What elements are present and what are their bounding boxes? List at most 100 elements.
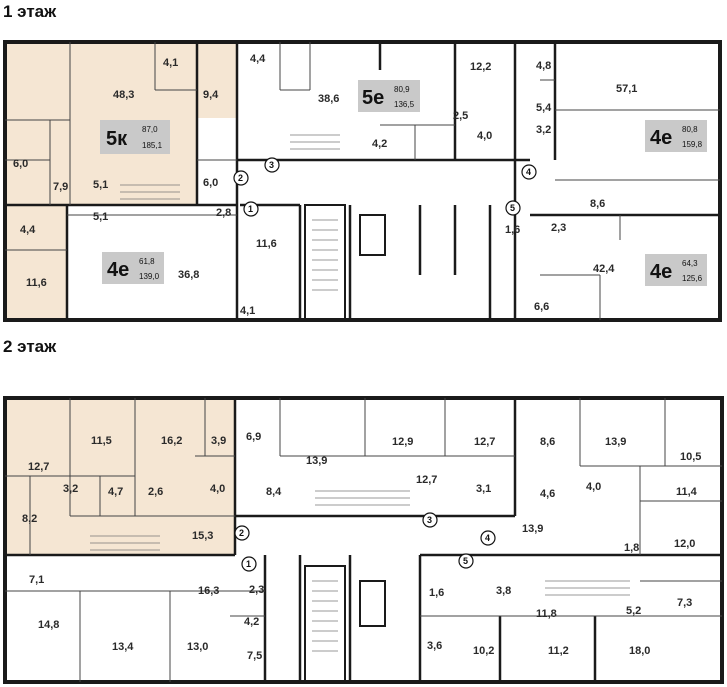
- svg-text:2,8: 2,8: [216, 207, 231, 219]
- svg-text:139,0: 139,0: [139, 272, 160, 281]
- svg-text:3: 3: [269, 160, 274, 170]
- svg-text:2,3: 2,3: [551, 222, 566, 234]
- svg-text:80,9: 80,9: [394, 85, 410, 94]
- unit-tag-5k: 5к 87,0 185,1: [100, 120, 170, 154]
- svg-text:3,6: 3,6: [427, 640, 442, 652]
- svg-text:1,8: 1,8: [624, 542, 639, 554]
- svg-text:12,2: 12,2: [470, 61, 491, 73]
- svg-text:3,2: 3,2: [536, 124, 551, 136]
- svg-text:12,7: 12,7: [28, 461, 49, 473]
- svg-text:136,5: 136,5: [394, 100, 415, 109]
- svg-text:13,9: 13,9: [605, 436, 626, 448]
- svg-text:4е: 4е: [650, 261, 672, 283]
- floor-2-title: 2 этаж: [3, 337, 57, 356]
- svg-text:1,6: 1,6: [429, 587, 444, 599]
- svg-text:42,4: 42,4: [593, 263, 615, 275]
- svg-text:2,6: 2,6: [148, 486, 163, 498]
- svg-text:4,4: 4,4: [20, 224, 36, 236]
- svg-text:8,6: 8,6: [590, 198, 605, 210]
- marker-2: 2: [234, 525, 250, 541]
- svg-text:5: 5: [463, 556, 468, 566]
- svg-text:16,2: 16,2: [161, 435, 182, 447]
- svg-text:18,0: 18,0: [629, 645, 650, 657]
- svg-text:1,6: 1,6: [505, 224, 520, 236]
- svg-text:125,6: 125,6: [682, 274, 703, 283]
- highlight-unit-5k-lower: [5, 205, 67, 320]
- stairwell: [304, 565, 346, 683]
- svg-text:5,1: 5,1: [93, 211, 108, 223]
- marker-3: 3: [422, 512, 438, 528]
- svg-text:5к: 5к: [106, 128, 128, 150]
- outer-wall: [3, 40, 722, 322]
- svg-text:11,4: 11,4: [676, 486, 698, 498]
- svg-text:6,0: 6,0: [13, 158, 28, 170]
- room-areas-floor-1: 48,3 4,1 9,4 6,0 7,9 5,1 6,0 2,8 5,1 4,4…: [13, 53, 637, 317]
- svg-text:4,0: 4,0: [586, 481, 601, 493]
- marker-1: 1: [243, 201, 259, 217]
- svg-text:5: 5: [510, 203, 515, 213]
- marker-4: 4: [521, 164, 537, 180]
- svg-text:159,8: 159,8: [682, 140, 703, 149]
- svg-text:4,2: 4,2: [372, 138, 387, 150]
- svg-text:4,2: 4,2: [244, 616, 259, 628]
- svg-text:10,2: 10,2: [473, 645, 494, 657]
- svg-text:5,2: 5,2: [626, 605, 641, 617]
- floor-1-title: 1 этаж: [3, 2, 57, 21]
- entrance-markers-floor-2: 1 2 3 4 5: [234, 512, 496, 572]
- svg-text:13,0: 13,0: [187, 641, 208, 653]
- svg-text:4,1: 4,1: [240, 305, 255, 317]
- svg-text:6,9: 6,9: [246, 431, 261, 443]
- svg-text:3: 3: [427, 515, 432, 525]
- marker-5: 5: [505, 200, 521, 216]
- svg-text:36,8: 36,8: [178, 269, 199, 281]
- svg-text:6,6: 6,6: [534, 301, 549, 313]
- outer-wall: [3, 396, 724, 684]
- svg-text:4,7: 4,7: [108, 486, 123, 498]
- svg-text:12,7: 12,7: [416, 474, 437, 486]
- svg-text:3,2: 3,2: [63, 483, 78, 495]
- svg-text:64,3: 64,3: [682, 259, 698, 268]
- svg-text:4: 4: [526, 167, 531, 177]
- floor-1-plan: 5к 87,0 185,1 5е 80,9 136,5 4е 80,8 159,…: [3, 40, 722, 322]
- svg-text:5,1: 5,1: [93, 179, 108, 191]
- svg-text:8,2: 8,2: [22, 513, 37, 525]
- svg-text:4,8: 4,8: [536, 60, 551, 72]
- svg-text:10,5: 10,5: [680, 451, 701, 463]
- svg-text:185,1: 185,1: [142, 141, 163, 150]
- unit-tag-4e-bottom-left: 4е 61,8 139,0: [102, 252, 164, 284]
- svg-text:9,4: 9,4: [203, 89, 219, 101]
- marker-4: 4: [480, 530, 496, 546]
- floor-2-plan: 12,7 11,5 16,2 3,9 3,2 4,7 2,6 4,0 8,2 1…: [3, 396, 724, 684]
- svg-text:4: 4: [485, 533, 490, 543]
- marker-1: 1: [241, 556, 257, 572]
- svg-text:8,4: 8,4: [266, 486, 282, 498]
- svg-text:11,8: 11,8: [536, 608, 557, 620]
- svg-text:7,5: 7,5: [247, 650, 262, 662]
- svg-text:3,1: 3,1: [476, 483, 491, 495]
- svg-text:13,9: 13,9: [522, 523, 543, 535]
- svg-text:2: 2: [238, 173, 243, 183]
- svg-text:1: 1: [246, 559, 251, 569]
- svg-text:11,6: 11,6: [256, 238, 277, 250]
- svg-text:13,4: 13,4: [112, 641, 134, 653]
- svg-text:4,0: 4,0: [210, 483, 225, 495]
- marker-3: 3: [264, 157, 280, 173]
- svg-text:2: 2: [239, 528, 244, 538]
- svg-text:4е: 4е: [107, 259, 129, 281]
- svg-text:1: 1: [248, 204, 253, 214]
- stairwell: [304, 204, 346, 321]
- unit-tag-5e: 5е 80,9 136,5: [358, 80, 420, 112]
- svg-text:7,3: 7,3: [677, 597, 692, 609]
- unit-tag-4e-bottom-right: 4е 64,3 125,6: [645, 254, 707, 286]
- svg-text:61,8: 61,8: [139, 257, 155, 266]
- unit-tag-4e-top-right: 4е 80,8 159,8: [645, 120, 707, 152]
- marker-2: 2: [233, 170, 249, 186]
- svg-text:12,7: 12,7: [474, 436, 495, 448]
- svg-text:13,9: 13,9: [306, 455, 327, 467]
- svg-text:4,0: 4,0: [477, 130, 492, 142]
- lift-shaft: [359, 580, 386, 627]
- svg-text:11,5: 11,5: [91, 435, 112, 447]
- room-areas-floor-2: 12,7 11,5 16,2 3,9 3,2 4,7 2,6 4,0 8,2 1…: [22, 431, 701, 662]
- svg-text:4е: 4е: [650, 127, 672, 149]
- svg-text:8,6: 8,6: [540, 436, 555, 448]
